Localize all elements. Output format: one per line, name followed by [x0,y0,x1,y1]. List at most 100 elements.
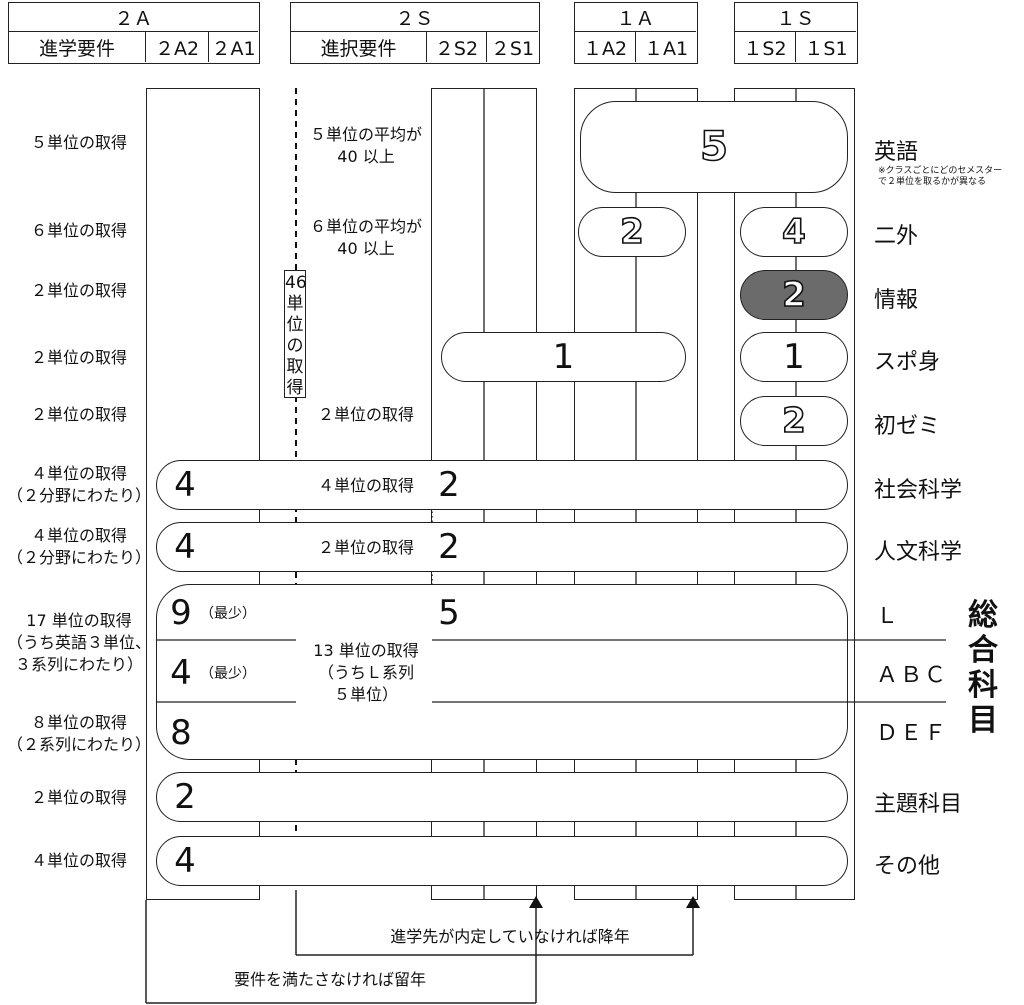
mid-label-general-1: 13 単位の取得 [304,640,428,661]
mid-label-english-1: ５単位の平均が [309,125,422,144]
header-2a-title: ２Ａ [9,3,258,32]
general-title-char-1: 合 [968,633,998,668]
vertical-char-5: 得 [286,378,304,398]
vertical-46-label: 46 単 位 の 取 得 [284,270,307,398]
header-1a: １Ａ １A2 １A1 [574,2,698,64]
left-label-def-2: （２系列にわたり） [6,735,151,754]
right-label-theme: 主題科目 [874,792,963,817]
left-label-second-lang: ６単位の取得 [30,221,127,240]
english-value: 5 [699,123,728,171]
header-2a-c2: ２A1 [211,37,256,60]
mid-label-general-2: （うちＬ系列 [317,663,414,682]
general-pill [156,584,848,760]
header-1a-title: １Ａ [575,3,696,32]
right-label-social: 社会科学 [874,478,963,503]
right-label-abc: ＡＢＣ [876,663,949,688]
right-label-english-note-2: で２単位を取るかが異なる [878,177,987,187]
header-1s: １Ｓ １S2 １S1 [734,2,858,64]
social-left-value: 4 [174,465,196,505]
other-value: 4 [174,841,196,881]
header-1s-title: １Ｓ [735,3,856,32]
humanities-right-value: 2 [438,527,460,567]
english-pill [580,101,848,193]
left-label-social-2: （２分野にわたり） [6,486,151,505]
mid-label-second-lang-2: 40 以上 [337,239,395,258]
right-label-english-note-1: ※クラスごとにどのセメスター [878,166,1003,176]
general-title-char-3: 目 [968,703,998,738]
vertical-char-0: 46 [285,273,307,293]
header-1s-c1: １S2 [735,32,796,62]
mid-label-general-3: ５単位） [333,685,398,704]
header-1a-c2: １A1 [643,37,689,60]
sports-2s-value: 1 [552,337,575,377]
left-label-humanities-1: ４単位の取得 [30,526,127,545]
def-left-value: 8 [170,713,192,753]
vertical-char-4: 取 [286,357,304,377]
theme-value: 2 [174,777,196,817]
seminar-pill [740,396,848,446]
other-pill [156,836,848,886]
left-label-seminar: ２単位の取得 [30,405,127,424]
header-2a-req: 進学要件 [9,32,146,62]
vertical-char-1: 単 [286,294,304,314]
vertical-char-2: 位 [286,315,304,335]
info-pill [740,270,848,320]
humanities-pill [156,522,848,572]
right-label-info: 情報 [874,288,919,313]
abc-left-note: （最少） [200,666,256,682]
sports-1s-pill [740,332,848,382]
seminar-value: 2 [781,400,806,442]
demote-label: 進学先が内定していなければ降年 [390,927,630,946]
header-2s-c2: ２S1 [490,37,535,60]
mid-label-second-lang-1: ６単位の平均が [309,217,422,236]
l-right-value: 5 [438,593,460,633]
header-2s-c1: ２S2 [427,32,487,62]
general-title-char-2: 科 [968,668,998,703]
sports-2s-pill [441,332,686,382]
second-lang-1s-value: 4 [781,211,806,253]
right-label-humanities: 人文科学 [874,540,963,565]
second-lang-1a-value: 2 [619,211,644,253]
header-2a: ２Ａ 進学要件 ２A2 ２A1 [8,2,260,64]
header-1s-c2: １S1 [804,37,848,60]
repeat-label: 要件を満たさなければ留年 [233,970,426,989]
left-label-def-1: ８単位の取得 [30,713,127,732]
right-label-other: その他 [874,854,941,879]
social-pill [156,460,848,510]
mid-label-humanities: ２単位の取得 [317,538,414,557]
left-label-social-1: ４単位の取得 [30,464,127,483]
humanities-left-value: 4 [174,527,196,567]
left-label-info: ２単位の取得 [30,281,127,300]
left-label-general-1: 17 単位の取得 [26,611,132,630]
left-label-general-3: ３系列にわたり） [14,655,143,674]
header-2s-title: ２Ｓ [291,3,538,32]
vertical-char-3: の [286,336,304,356]
second-lang-1a-pill [578,207,686,257]
mid-label-seminar: ２単位の取得 [317,405,414,424]
right-label-second-lang: 二外 [874,224,919,249]
right-label-seminar: 初ゼミ [874,414,941,439]
general-subjects-title: 総 合 科 目 [966,598,1000,738]
info-value: 2 [781,274,806,316]
second-lang-1s-pill [740,207,848,257]
header-2s-req: 進択要件 [291,32,427,62]
social-right-value: 2 [438,465,460,505]
right-label-def: ＤＥＦ [876,721,949,746]
header-1a-c1: １A2 [575,32,636,62]
header-2a-c1: ２A2 [146,32,209,62]
theme-pill [156,772,848,822]
right-label-english: 英語 [874,140,919,165]
left-label-theme: ２単位の取得 [30,788,127,807]
l-left-note: （最少） [200,606,256,622]
header-2s: ２Ｓ 進択要件 ２S2 ２S1 [290,2,540,64]
mid-label-english-2: 40 以上 [337,147,395,166]
abc-left-value: 4 [170,653,192,693]
left-label-other: ４単位の取得 [30,851,127,870]
left-label-general-2: （うち英語３単位、 [6,633,151,652]
left-label-humanities-2: （２分野にわたり） [6,548,151,567]
general-title-char-0: 総 [968,598,998,633]
left-label-sports: ２単位の取得 [30,348,127,367]
l-left-value: 9 [170,593,192,633]
sports-1s-value: 1 [783,337,805,377]
